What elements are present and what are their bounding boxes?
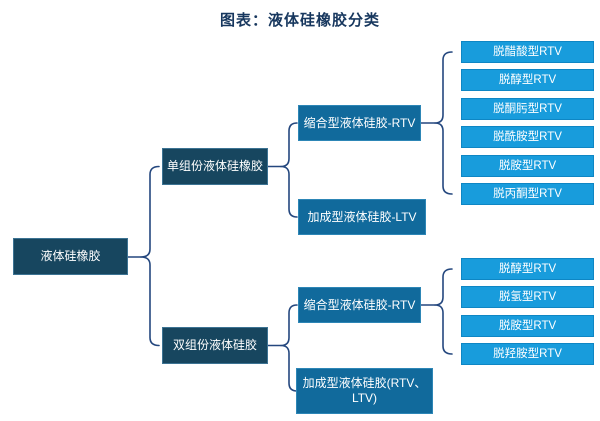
diagram-title: 图表：液体硅橡胶分类 [219,12,380,29]
leaf-dealcohol-rtv-bottom: 脱醇型RTV [461,258,594,280]
node-addition-ltv: 加成型液体硅胶-LTV [298,199,426,235]
brace-two-to-level3 [280,304,298,392]
leaf-dehydrogen-rtv: 脱氢型RTV [461,286,594,308]
leaf-deketoxime-rtv: 脱酮肟型RTV [461,98,594,120]
brace-condensation-top-to-leaves [434,51,453,195]
node-addition-rtv-ltv: 加成型液体硅胶(RTV、LTV) [296,368,433,414]
node-condensation-rtv-bottom: 缩合型液体硅胶-RTV [298,287,421,323]
leaf-deamine-rtv-bottom: 脱胺型RTV [461,315,594,337]
leaf-dehydroxylamine-rtv: 脱羟胺型RTV [461,343,594,365]
brace-single-to-level3 [280,122,298,218]
brace-root-to-level2 [140,165,160,347]
brace-condensation-bottom-to-leaves [434,268,453,355]
leaf-deamide-rtv: 脱酰胺型RTV [461,126,594,148]
leaf-deamine-rtv-top: 脱胺型RTV [461,155,594,177]
node-two-component: 双组份液体硅胶 [162,327,268,364]
node-single-component: 单组份液体硅橡胶 [162,148,268,185]
leaf-dealcohol-rtv-top: 脱醇型RTV [461,69,594,91]
leaf-deacetic-rtv: 脱醋酸型RTV [461,41,594,63]
node-liquid-silicone-rubber: 液体硅橡胶 [13,238,128,275]
node-condensation-rtv-top: 缩合型液体硅胶-RTV [298,105,421,141]
leaf-deacetone-rtv: 脱丙酮型RTV [461,183,594,205]
